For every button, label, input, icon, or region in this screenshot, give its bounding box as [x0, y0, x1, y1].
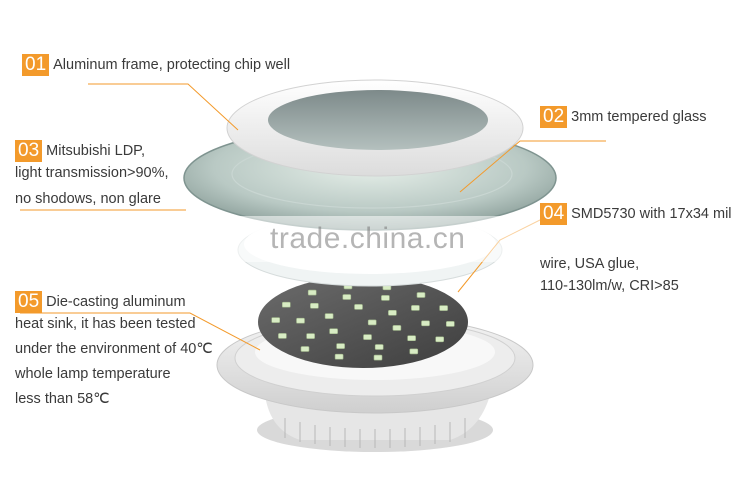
led-chip: [445, 321, 455, 327]
led-chip: [281, 301, 291, 308]
led-chip: [409, 348, 419, 355]
leader-lines: [20, 83, 606, 351]
callout-text: less than 58℃: [15, 391, 110, 407]
callout-number: 05: [15, 291, 43, 313]
led-board: [258, 276, 468, 368]
callout-text: no shodows, non glare: [15, 191, 161, 207]
callout-text: Mitsubishi LDP,: [46, 143, 145, 159]
led-chip: [363, 334, 372, 340]
callout-text: heat sink, it has been tested: [15, 316, 196, 332]
callout-text: light transmission>90%,: [15, 165, 169, 181]
led-chip: [278, 333, 287, 339]
watermark-band: [0, 216, 753, 262]
led-chip: [392, 325, 402, 331]
callout-number: 01: [22, 54, 50, 76]
led-chip: [307, 289, 317, 296]
callout-text: whole lamp temperature: [15, 366, 171, 382]
led-chip: [435, 336, 445, 343]
led-chip: [388, 309, 397, 316]
callout-text: SMD5730 with 17x34 mil: [571, 206, 732, 222]
led-chip: [411, 305, 420, 311]
led-chip: [271, 317, 281, 323]
callout-text: under the environment of 40℃: [15, 341, 213, 357]
callout-number: 02: [540, 106, 568, 128]
led-chip: [329, 328, 338, 335]
callout-text: wire, USA glue,: [540, 256, 640, 272]
led-chip: [373, 354, 383, 361]
led-chip: [336, 343, 345, 349]
led-chip: [374, 344, 384, 350]
callout-number: 03: [15, 140, 43, 162]
callout-number: 04: [540, 203, 568, 225]
aluminum-frame: [226, 79, 524, 177]
led-chip: [306, 333, 315, 339]
led-chip: [324, 313, 334, 319]
led-chip: [381, 295, 390, 301]
led-chip: [416, 292, 426, 298]
led-chip: [310, 302, 319, 309]
led-chip: [421, 320, 430, 327]
led-chip: [334, 353, 344, 360]
callout-text: 110-130lm/w, CRI>85: [540, 278, 679, 294]
watermark: trade.china.cn: [270, 222, 466, 255]
led-chip: [439, 305, 448, 311]
led-chip: [354, 304, 363, 310]
led-chip: [300, 346, 310, 352]
callout-text: 3mm tempered glass: [571, 109, 707, 125]
callout-text: Aluminum frame, protecting chip well: [53, 57, 291, 73]
led-chip: [296, 317, 305, 324]
led-chip: [342, 294, 352, 300]
callout-text: Die-casting aluminum: [46, 294, 186, 310]
led-chip: [367, 319, 377, 326]
led-chip: [407, 335, 416, 342]
